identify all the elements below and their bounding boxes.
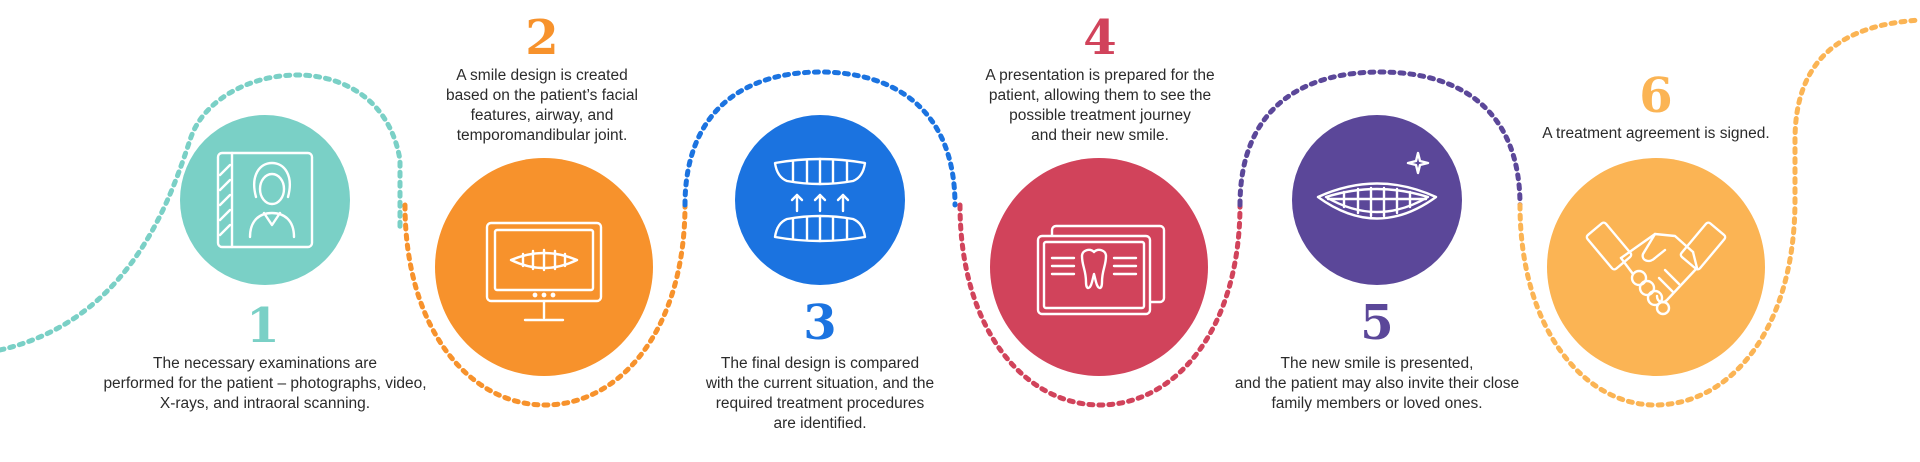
step-4-description: A presentation is prepared for the patie… (985, 67, 1215, 144)
step-2-description: A smile design is created based on the p… (446, 67, 638, 144)
step-1-number: 1 (246, 298, 280, 354)
step-5-description: The new smile is presented, and the pati… (1234, 355, 1520, 412)
step-3-description: The final design is compared with the cu… (705, 355, 935, 432)
step-6-number: 6 (1639, 68, 1673, 124)
patient-portrait-icon (216, 151, 314, 249)
monitor-smile-icon (485, 221, 603, 322)
step-4-circle (990, 158, 1208, 376)
step-2-circle (435, 158, 653, 376)
aligned-teeth-icon (773, 157, 867, 243)
step-6-circle (1547, 158, 1765, 376)
step-3-number: 3 (803, 295, 837, 351)
step-4-number: 4 (1083, 10, 1117, 66)
handshake-icon (1585, 221, 1727, 316)
step-1-circle (180, 115, 350, 285)
step-6-description: A treatment agreement is signed. (1542, 125, 1770, 142)
tooth-presentation-icon (1036, 224, 1166, 316)
step-2-number: 2 (525, 10, 559, 66)
smile-sparkle-icon (1316, 151, 1438, 220)
step-5-circle (1292, 115, 1462, 285)
step-3-circle (735, 115, 905, 285)
step-5-number: 5 (1360, 295, 1394, 351)
step-1-description: The necessary examinations are performed… (103, 355, 427, 412)
